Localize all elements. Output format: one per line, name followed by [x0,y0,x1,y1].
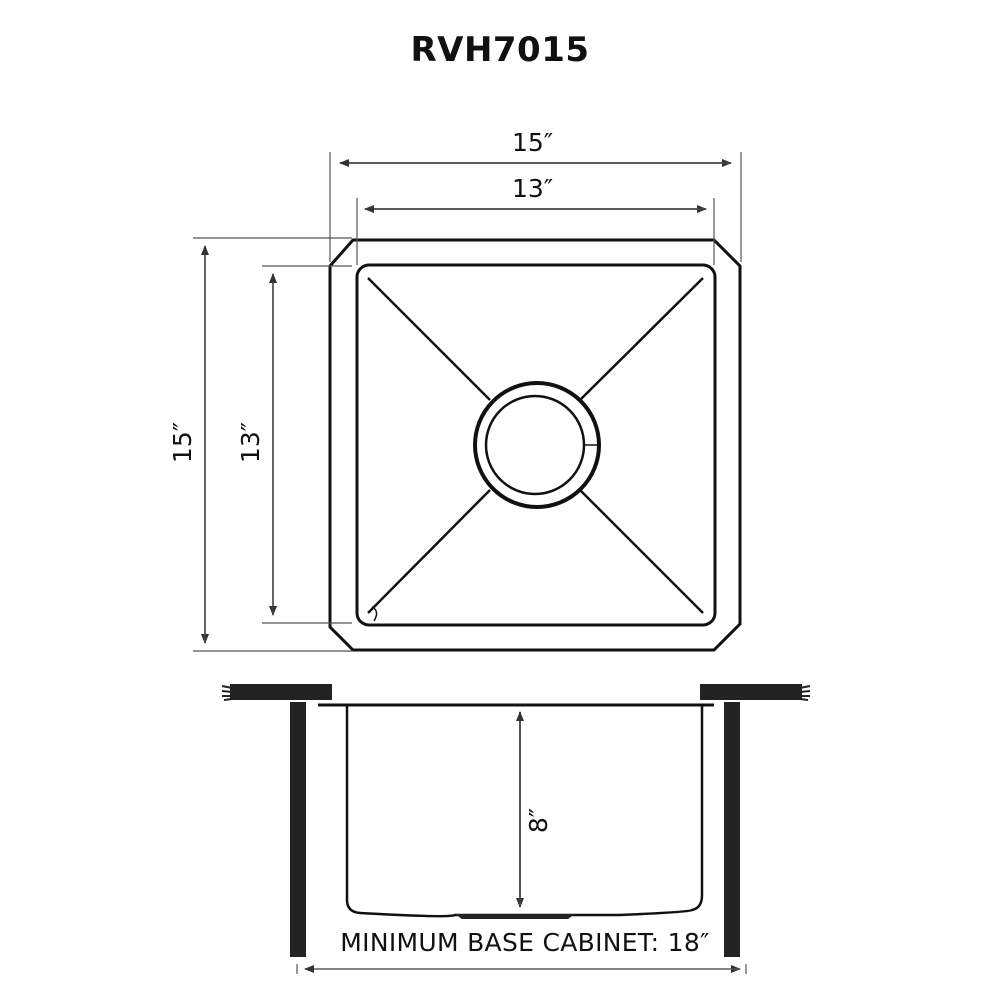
cabinet-wall-right [724,702,740,957]
inner-height-label: 13″ [236,421,266,464]
depth-label: 8″ [524,807,554,834]
inner-basin [355,263,717,627]
top-view [193,152,742,652]
outer-height-label: 15″ [168,421,198,464]
inner-width-label: 13″ [512,174,554,203]
cabinet-size-label: MINIMUM BASE CABINET: 18″ [340,928,710,957]
cabinet-wall-left [290,702,306,957]
sink-bowl-profile [345,705,704,918]
side-view [221,684,811,974]
countertop-left [230,684,332,700]
model-title: RVH7015 [410,30,590,70]
outer-rim [328,238,742,652]
outer-width-label: 15″ [512,128,554,157]
countertop-right [700,684,802,700]
drain-inner [484,394,586,496]
